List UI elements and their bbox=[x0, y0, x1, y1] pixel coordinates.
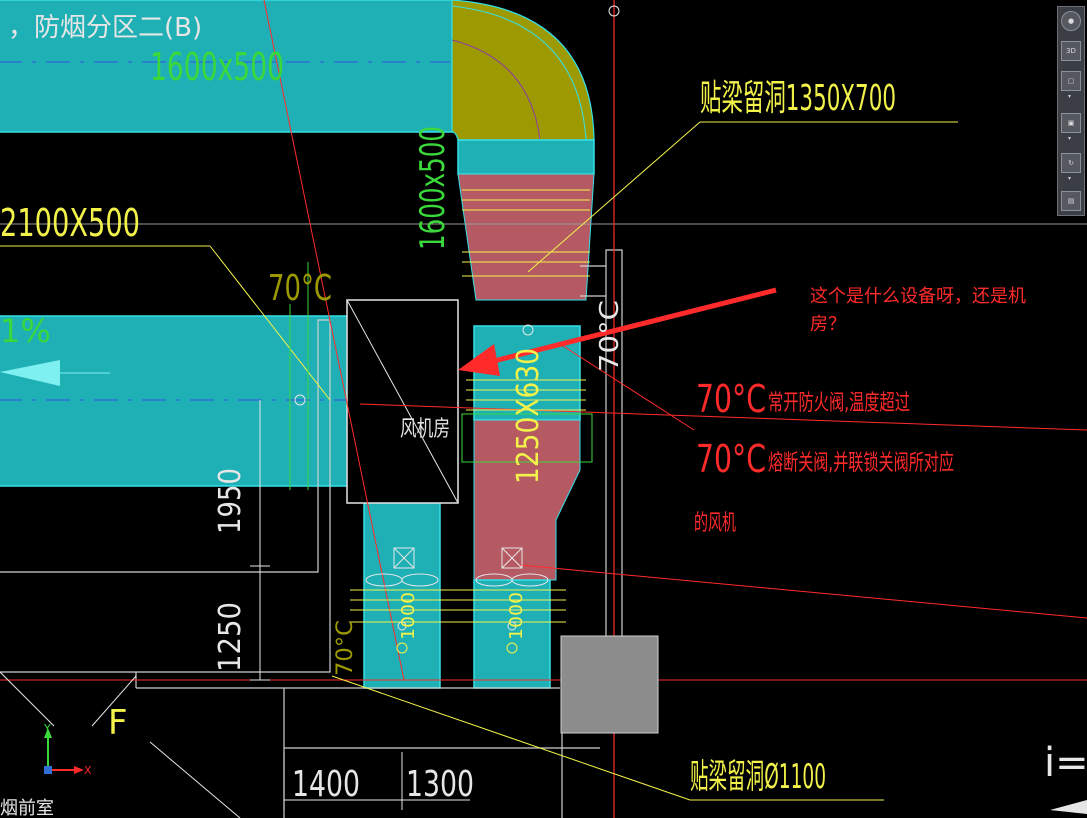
duct-pink-transition bbox=[457, 173, 595, 301]
opening-label-bottom: 贴梁留洞Ø1100 bbox=[690, 757, 826, 797]
wall-outline-left bbox=[0, 319, 331, 673]
box-icon[interactable]: ▣ bbox=[1061, 113, 1081, 133]
view-cube-icon[interactable]: ▢ bbox=[1061, 71, 1081, 91]
zone-label: ，防烟分区二(B) bbox=[8, 13, 202, 43]
damper-temp-right: 70°C bbox=[595, 300, 625, 372]
damper-hatch-top bbox=[462, 189, 590, 277]
view-3d-icon[interactable]: 3D bbox=[1061, 41, 1081, 61]
navigation-toolbar: ● 3D ▢ ▾ ▣ ▾ ↻ ▾ ▤ bbox=[1057, 6, 1085, 216]
ucs-origin bbox=[44, 766, 52, 774]
duct-left-horizontal bbox=[0, 315, 349, 487]
red-leader-4 bbox=[559, 343, 695, 431]
note-line-2: 熔断关阀,并联锁关阀所对应 bbox=[768, 451, 954, 476]
duct-vertical-top bbox=[457, 139, 595, 175]
damper-temp-low: 70°C bbox=[333, 620, 358, 676]
damper-box bbox=[461, 413, 593, 463]
dimension-1250: 1250 bbox=[213, 602, 248, 672]
yellow-leader-left bbox=[209, 245, 331, 401]
note-temp-2: 70°C bbox=[696, 437, 766, 481]
duct-size-630: 1250X630 bbox=[511, 348, 546, 484]
duct-top-horizontal bbox=[0, 0, 454, 133]
bottom-leader bbox=[149, 741, 241, 818]
gray-equipment-box bbox=[560, 635, 659, 734]
duct-size-left: 2100X500 bbox=[0, 201, 140, 245]
yellow-leader-top bbox=[527, 121, 701, 273]
question-line-2: 房？ bbox=[810, 314, 846, 335]
orbit-icon[interactable]: ● bbox=[1061, 11, 1081, 31]
note-line-3: 的风机 bbox=[694, 511, 736, 536]
grid-bubble-top bbox=[608, 5, 620, 17]
rotate-icon[interactable]: ↻ bbox=[1061, 153, 1081, 173]
red-leader-3 bbox=[519, 564, 1087, 619]
chevron-down-icon-3[interactable]: ▾ bbox=[1068, 175, 1072, 182]
fan-left[interactable] bbox=[365, 547, 439, 654]
duct-size-vertical: 1600x500 bbox=[413, 126, 453, 250]
opening-label-top: 贴梁留洞1350X700 bbox=[700, 78, 896, 119]
chevron-down-icon-2[interactable]: ▾ bbox=[1068, 135, 1072, 142]
dimension-1400: 1400 bbox=[292, 764, 360, 805]
right-edge-label: i=1 bbox=[1044, 740, 1087, 786]
elbow-arc bbox=[451, 5, 587, 141]
corner-leader bbox=[0, 671, 55, 727]
ucs-x-arrow bbox=[74, 766, 84, 774]
smoke-room-label: 烟前室 bbox=[0, 798, 54, 818]
fan-duct-right bbox=[473, 579, 551, 689]
fire-damper-temp-left: 70°C bbox=[268, 268, 332, 309]
note-line-1: 常开防火阀,温度超过 bbox=[768, 391, 910, 416]
note-temp-1: 70°C bbox=[696, 377, 766, 421]
annotation-arrowhead bbox=[458, 344, 500, 376]
valve-circle-left bbox=[294, 394, 306, 406]
fan-room-label[interactable]: 风机房 bbox=[400, 417, 450, 442]
grid-icon[interactable]: ▤ bbox=[1061, 191, 1081, 211]
damper-hatch-mid bbox=[466, 379, 586, 411]
chevron-down-icon[interactable]: ▾ bbox=[1068, 93, 1072, 100]
fan-size-left: 1000 bbox=[398, 592, 419, 640]
duct-elbow bbox=[451, 0, 595, 141]
ucs-x-label: X bbox=[84, 764, 92, 777]
red-leader-2 bbox=[359, 403, 1087, 431]
axis-label-f: F bbox=[108, 703, 128, 743]
flow-arrow bbox=[0, 360, 60, 386]
fan-size-right: 1000 bbox=[506, 592, 527, 640]
damper-hatch-fans bbox=[350, 589, 566, 623]
north-marker bbox=[1050, 800, 1087, 814]
slope-label: 1% bbox=[0, 312, 51, 350]
elbow-arc-inner bbox=[451, 39, 541, 141]
yellow-leader-bottom bbox=[331, 675, 691, 801]
red-leader-1 bbox=[263, 0, 405, 681]
dimension-1950: 1950 bbox=[213, 468, 248, 534]
fan-room-diagonal bbox=[346, 299, 459, 504]
question-line-1: 这个是什么设备呀，还是机 bbox=[810, 286, 1026, 307]
ucs-y-arrow bbox=[44, 728, 52, 738]
duct-size-main: 1600x500 bbox=[150, 45, 284, 89]
annotation-arrow-shaft bbox=[489, 287, 777, 365]
ucs-y-label: Y bbox=[43, 722, 51, 735]
dimension-1300: 1300 bbox=[406, 764, 474, 805]
fan-right[interactable] bbox=[475, 547, 549, 654]
valve-circle-right bbox=[522, 324, 534, 336]
fan-duct-left bbox=[363, 501, 441, 689]
axis-f-leader bbox=[91, 675, 137, 727]
